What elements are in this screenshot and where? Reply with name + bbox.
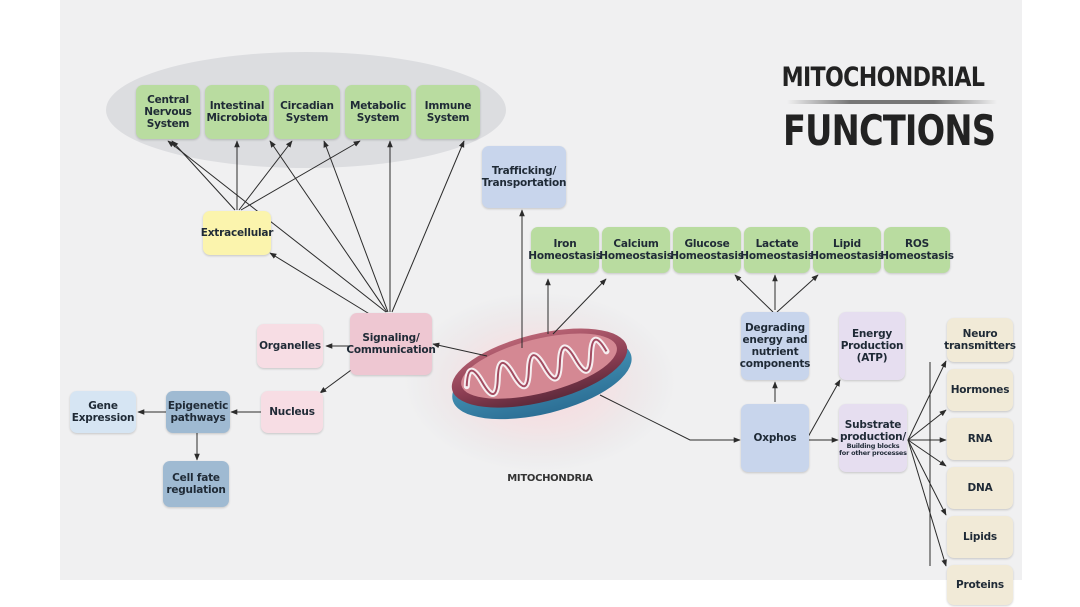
node-circadian-system: Circadian System [274, 85, 340, 139]
node-epigenetic-pathways: Epigenetic pathways [166, 391, 230, 433]
node-energy-production: Energy Production (ATP) [839, 312, 905, 380]
node-neuro-transmitters: Neuro transmitters [944, 318, 1016, 362]
node-calcium-homeostasis: Calcium Homeostasis [599, 227, 673, 273]
mitochondrion-icon [451, 328, 632, 420]
node-lipids: Lipids [947, 516, 1013, 558]
node-lipid-homeostasis: Lipid Homeostasis [810, 227, 884, 273]
node-hormones: Hormones [947, 369, 1013, 411]
node-proteins: Proteins [947, 565, 1013, 605]
node-organelles: Organelles [257, 324, 323, 368]
node-glucose-homeostasis: Glucose Homeostasis [670, 227, 744, 273]
node-nucleus: Nucleus [261, 391, 323, 433]
node-signaling-communication: Signaling/ Communication [346, 313, 436, 375]
substrate-note: Building blocks for other processes [839, 441, 907, 457]
node-rna: RNA [947, 418, 1013, 460]
title-rule [787, 100, 997, 104]
node-oxphos: Oxphos [741, 404, 809, 472]
substrate-label: Substrate production/ [839, 418, 907, 443]
node-cell-fate-regulation: Cell fate regulation [163, 461, 229, 507]
node-iron-homeostasis: Iron Homeostasis [528, 227, 602, 273]
node-immune-system: Immune System [416, 85, 480, 139]
node-metabolic-system: Metabolic System [345, 85, 411, 139]
node-ros-homeostasis: ROS Homeostasis [880, 227, 954, 273]
title-line-2: FUNCTIONS [783, 106, 996, 155]
node-trafficking-transportation: Trafficking/ Transportation [482, 146, 566, 208]
node-substrate-production: Substrate production/ Building blocks fo… [839, 404, 907, 472]
node-lactate-homeostasis: Lactate Homeostasis [740, 227, 814, 273]
node-central-nervous-system: Central Nervous System [136, 85, 200, 139]
node-degrading-energy: Degrading energy and nutrient components [740, 312, 810, 380]
node-dna: DNA [947, 467, 1013, 509]
node-intestinal-microbiota: Intestinal Microbiota [205, 85, 269, 139]
node-extracellular: Extracellular [201, 211, 273, 255]
node-gene-expression: Gene Expression [70, 391, 136, 433]
title-line-1: MITOCHONDRIAL [781, 62, 985, 93]
mitochondria-caption: MITOCHONDRIA [507, 473, 593, 484]
